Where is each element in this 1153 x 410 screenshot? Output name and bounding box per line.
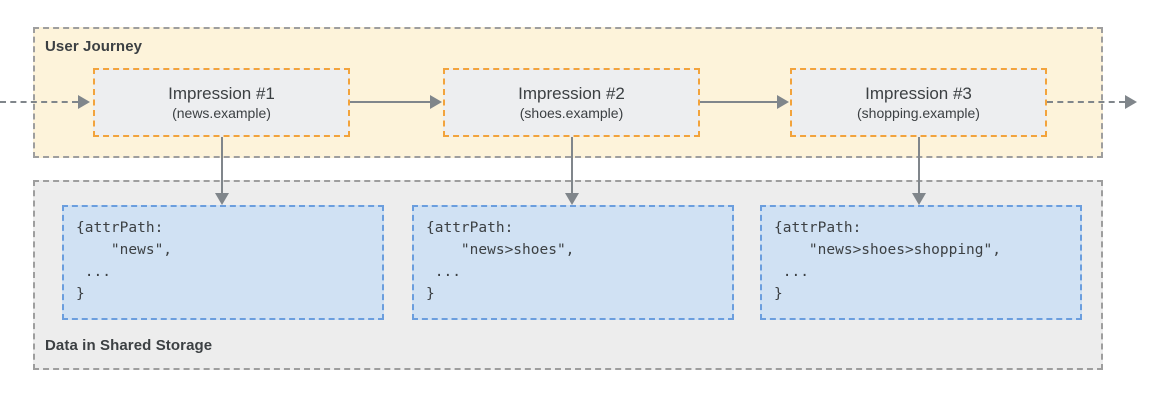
shared-storage-record-1[interactable]: {attrPath: "news", ... } xyxy=(62,205,384,320)
impression-title-2: Impression #2 xyxy=(518,83,625,103)
impression-2-to-record-2-line xyxy=(571,137,573,193)
impression-title-3: Impression #3 xyxy=(865,83,972,103)
impression-2-to-3-arrow-line xyxy=(700,101,777,103)
impression-box-3[interactable]: Impression #3 (shopping.example) xyxy=(790,68,1047,137)
impression-1-to-record-1-arrow-head xyxy=(215,193,229,205)
impression-3-to-record-3-line xyxy=(918,137,920,193)
impression-domain-2: (shoes.example) xyxy=(519,104,624,121)
impression-3-to-record-3-arrow-head xyxy=(912,193,926,205)
exit-arrow-line xyxy=(1047,101,1125,103)
impression-title-1: Impression #1 xyxy=(168,83,275,103)
shared-storage-label: Data in Shared Storage xyxy=(45,337,213,354)
exit-arrow-head xyxy=(1125,95,1137,109)
impression-domain-1: (news.example) xyxy=(172,104,271,121)
entry-arrow-head xyxy=(78,95,90,109)
user-journey-label: User Journey xyxy=(45,38,143,55)
impression-1-to-2-arrow-line xyxy=(350,101,430,103)
impression-2-to-record-2-arrow-head xyxy=(565,193,579,205)
impression-box-2[interactable]: Impression #2 (shoes.example) xyxy=(443,68,700,137)
impression-1-to-2-arrow-head xyxy=(430,95,442,109)
impression-2-to-3-arrow-head xyxy=(777,95,789,109)
shared-storage-record-2-code: {attrPath: "news>shoes", ... } xyxy=(426,220,575,302)
impression-1-to-record-1-line xyxy=(221,137,223,193)
impression-domain-3: (shopping.example) xyxy=(857,104,980,121)
shared-storage-record-2[interactable]: {attrPath: "news>shoes", ... } xyxy=(412,205,734,320)
impression-box-1[interactable]: Impression #1 (news.example) xyxy=(93,68,350,137)
entry-arrow-line xyxy=(0,101,78,103)
shared-storage-record-3[interactable]: {attrPath: "news>shoes>shopping", ... } xyxy=(760,205,1082,320)
shared-storage-record-1-code: {attrPath: "news", ... } xyxy=(76,220,173,302)
shared-storage-record-3-code: {attrPath: "news>shoes>shopping", ... } xyxy=(774,220,1001,302)
